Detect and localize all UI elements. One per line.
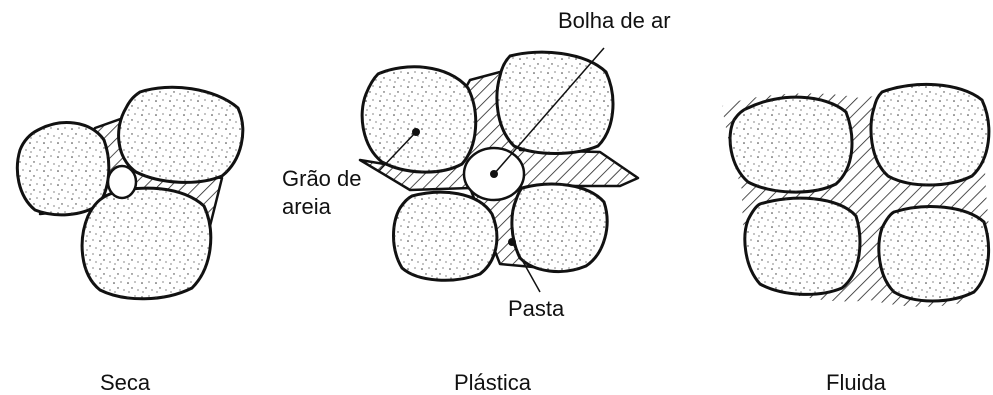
- sand-grain-dry-2-texture: [119, 87, 243, 182]
- sand-grain-fluid-1-texture: [730, 97, 852, 192]
- caption-fluid: Fluida: [826, 372, 886, 394]
- panel-fluid: [722, 84, 989, 306]
- sand-grain-dry-3-texture: [82, 188, 211, 299]
- sand-grain-dry-1-texture: [17, 123, 108, 215]
- label-air-bubble: Bolha de ar: [558, 10, 671, 32]
- label-paste: Pasta: [508, 298, 564, 320]
- sand-grain-fluid-3-texture: [745, 198, 860, 294]
- panel-plastic: [360, 48, 638, 292]
- point-paste: [508, 238, 516, 246]
- sand-grain-plastic-4-texture: [512, 184, 607, 271]
- panel-dry: [17, 87, 242, 299]
- label-sand-grain-line2: areia: [282, 196, 331, 218]
- caption-dry: Seca: [100, 372, 150, 394]
- air-bubble-dry: [108, 166, 136, 198]
- point-air-bubble: [490, 170, 498, 178]
- label-sand-grain-line1: Grão de: [282, 168, 362, 190]
- sand-grain-plastic-3-texture: [394, 192, 497, 280]
- point-sand-grain: [412, 128, 420, 136]
- sand-grain-fluid-4-texture: [879, 207, 989, 301]
- sand-grain-fluid-2-texture: [871, 84, 989, 185]
- caption-plastic: Plástica: [454, 372, 531, 394]
- sand-grain-plastic-1-texture: [362, 67, 476, 172]
- sand-grain-plastic-2-texture: [497, 52, 613, 153]
